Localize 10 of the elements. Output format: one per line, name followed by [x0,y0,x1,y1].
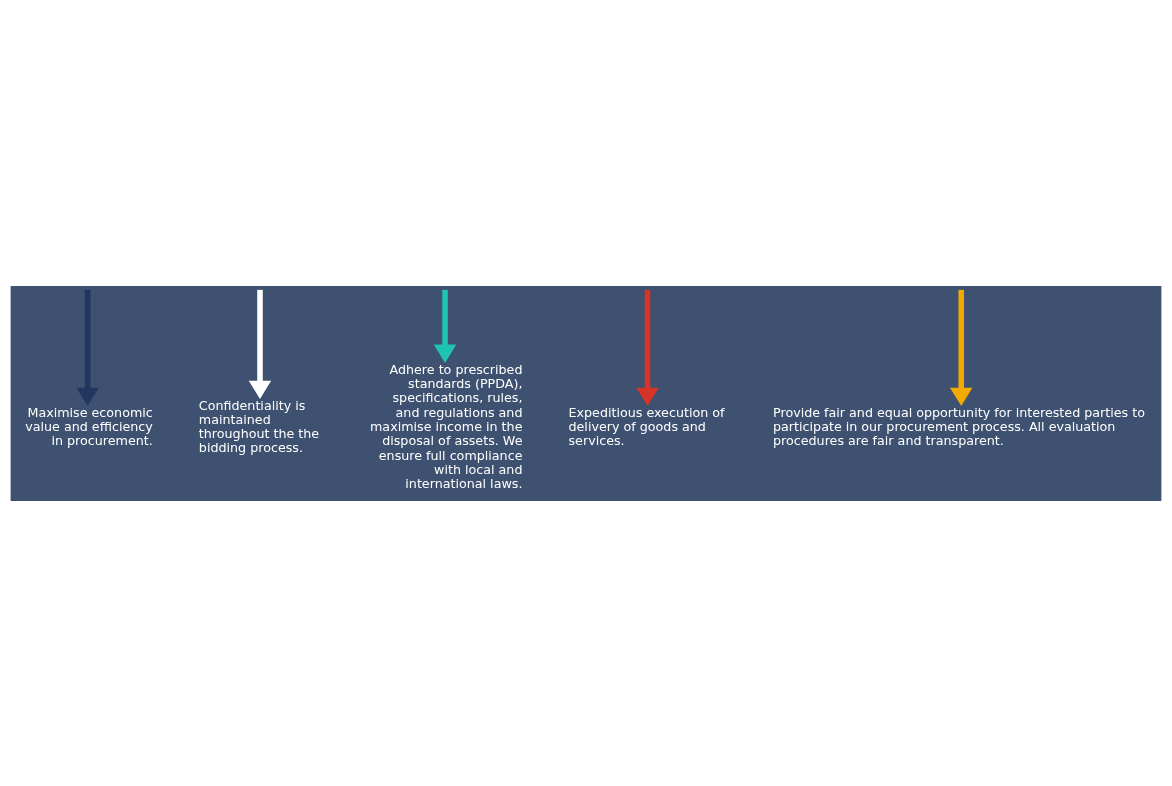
node-text: Confidentiality is maintained throughout the the bidding process. [198,397,320,455]
node-text: Maximise economic value and efficiency in procurement. [25,404,153,448]
node-text: Adhere to prescribed standards (PPDA), specifications, rules, and regulations and maximise income in the disposal of assets. We ensure full compliance with local and international laws. [370,361,523,491]
arrow [949,289,973,406]
arrow [248,289,272,399]
arrow [433,289,457,363]
arrow [636,289,659,406]
node-text: Expeditious execution of delivery of goods and services. [568,404,725,448]
node-text: Provide fair and equal opportunity for interested parties to participate in our procurement process. All evaluation procedures are fair and transparent. [773,404,1145,448]
arrow [76,289,99,406]
